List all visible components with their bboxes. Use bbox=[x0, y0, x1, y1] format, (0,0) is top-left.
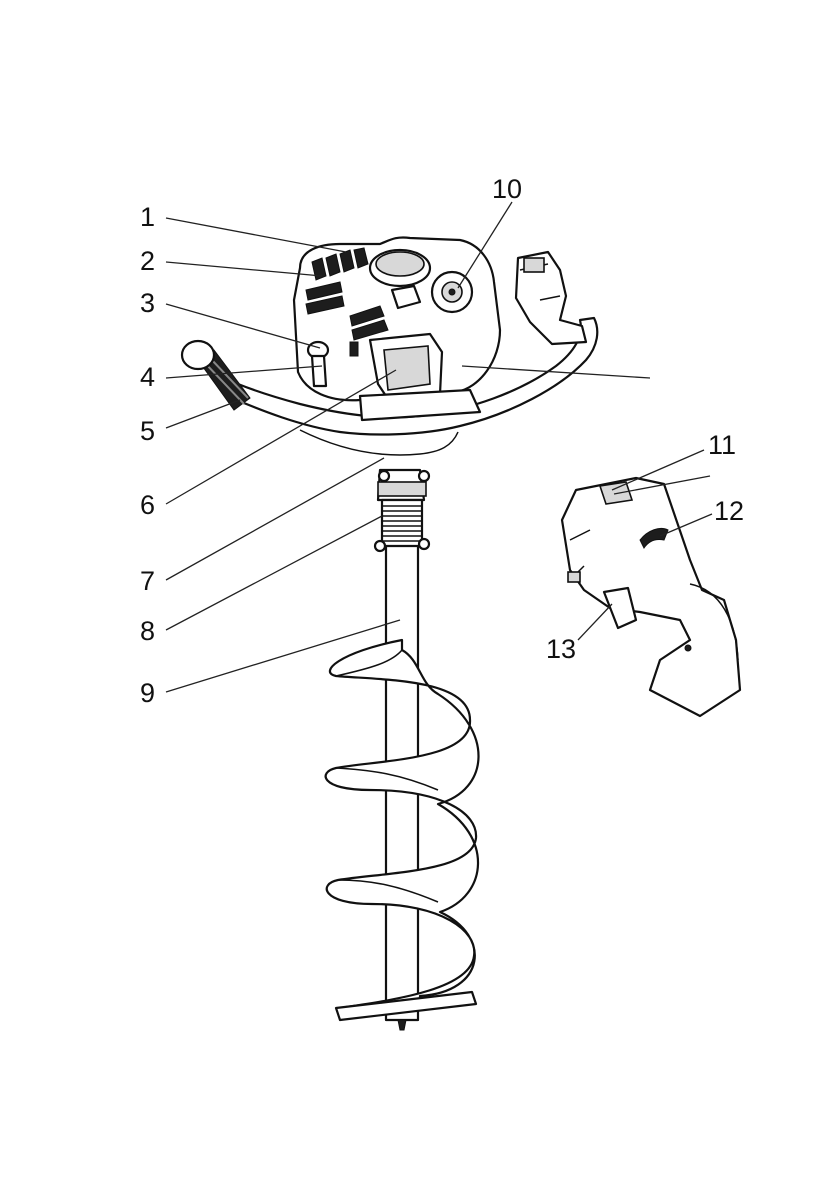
callout-7: 7 bbox=[140, 566, 155, 596]
callout-11: 11 bbox=[708, 430, 736, 460]
callout-9: 9 bbox=[140, 678, 155, 708]
callout-8: 8 bbox=[140, 616, 155, 646]
callout-4: 4 bbox=[140, 362, 155, 392]
callout-6: 6 bbox=[140, 490, 155, 520]
callout-13: 13 bbox=[546, 634, 576, 664]
coupling-spring bbox=[382, 500, 422, 546]
shaft-coupling bbox=[375, 470, 429, 551]
callout-12: 12 bbox=[714, 496, 744, 526]
callout-10: 10 bbox=[492, 174, 522, 204]
callout-2: 2 bbox=[140, 246, 155, 276]
engine-block bbox=[294, 237, 500, 420]
right-handle-housing bbox=[516, 252, 586, 344]
callout-1: 1 bbox=[140, 202, 155, 232]
recoil-starter bbox=[432, 272, 472, 312]
auger-drill bbox=[326, 540, 479, 1030]
callout-3: 3 bbox=[140, 288, 155, 318]
callout-5: 5 bbox=[140, 416, 155, 446]
fuel-cap bbox=[370, 250, 430, 286]
